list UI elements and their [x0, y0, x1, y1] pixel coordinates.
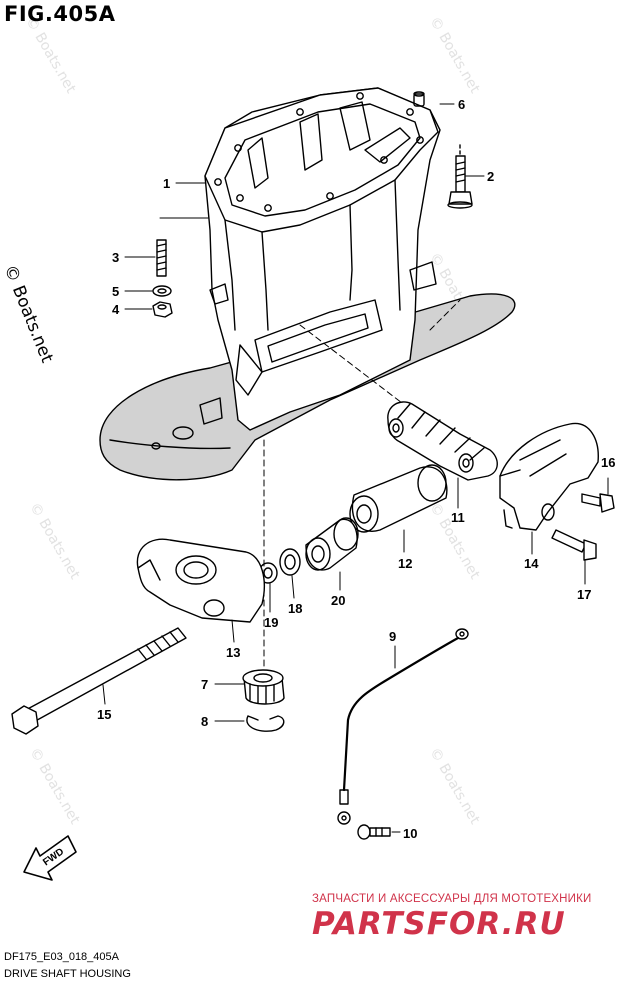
callout-8: 8: [201, 714, 208, 729]
screw: [357, 824, 391, 840]
callout-7: 7: [201, 677, 208, 692]
figure-title: FIG.405A: [4, 2, 116, 26]
bolt-16: [581, 493, 615, 513]
dowel-pin: [413, 91, 425, 107]
callout-14: 14: [524, 556, 539, 571]
bolt-upper: [447, 144, 473, 209]
callout-1: 1: [163, 176, 170, 191]
mount-rubber: [349, 464, 448, 533]
fwd-arrow: [23, 835, 77, 881]
diagram-code: DF175_E03_018_405A: [4, 951, 119, 963]
mount-bracket: [136, 538, 265, 623]
advert-logo[interactable]: PARTSFOR.RU: [312, 906, 566, 942]
bolt-17: [551, 529, 597, 561]
callout-5: 5: [112, 284, 119, 299]
callout-4: 4: [112, 302, 120, 317]
callout-10: 10: [403, 826, 417, 841]
mount-bracket-rear: [499, 422, 599, 531]
ground-wire: [337, 628, 469, 825]
diagram-name: DRIVE SHAFT HOUSING: [4, 968, 131, 980]
callout-3: 3: [112, 250, 119, 265]
callout-6: 6: [458, 97, 465, 112]
washer: [152, 285, 172, 297]
callout-16: 16: [601, 455, 615, 470]
callout-2: 2: [487, 169, 494, 184]
callout-13: 13: [226, 645, 240, 660]
rubber-mount-upper: [387, 401, 498, 481]
circlip: [246, 715, 285, 732]
callout-19: 19: [264, 615, 278, 630]
bushing: [305, 517, 359, 571]
callout-17: 17: [577, 587, 591, 602]
long-bolt: [11, 627, 187, 735]
callout-18: 18: [288, 601, 302, 616]
drive-shaft-housing: [99, 87, 516, 481]
advert-tagline: ЗАПЧАСТИ И АКСЕССУАРЫ ДЛЯ МОТОТЕХНИКИ: [312, 893, 592, 905]
callout-9: 9: [389, 629, 396, 644]
callout-12: 12: [398, 556, 412, 571]
callout-20: 20: [331, 593, 345, 608]
stud: [156, 239, 167, 277]
callout-15: 15: [97, 707, 111, 722]
knurled-nut: [242, 669, 285, 705]
thrust-washer: [279, 548, 301, 576]
callout-11: 11: [451, 510, 465, 525]
nut: [152, 301, 173, 318]
